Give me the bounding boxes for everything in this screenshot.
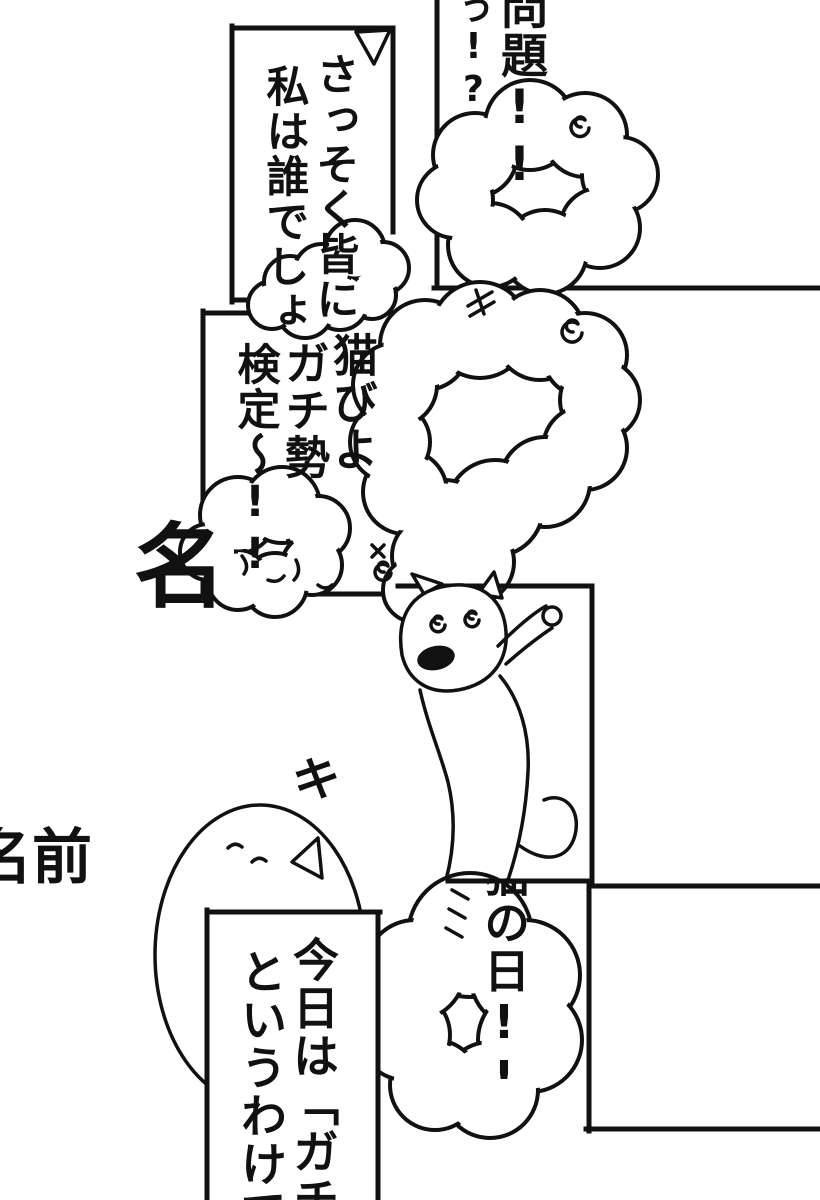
cat-tail [518,796,579,859]
creature-ear [290,836,324,880]
speech-title-col2: ガチ勢 [277,340,330,481]
cloud-bubble-intro [246,218,411,340]
speech-closing-col2: というわけで [234,948,288,1200]
speech-problem-text: 問題!! [492,0,547,194]
speech-day-text: 猫の日!! [481,879,531,1079]
speech-tail-icon [354,28,392,66]
speech-intro-col2: 私は誰でしょ [259,64,309,334]
cat-eye-right [463,609,481,629]
cloud-bubble-title [178,465,352,619]
swirl-icon [569,115,591,139]
sfx-strokes [466,288,496,318]
speech-intro-col1: さっそく皆に [309,52,359,322]
cat-body [418,688,455,882]
cat-arm [496,604,548,648]
cloud-bubble-middle [348,280,642,624]
swirl-icon [373,560,393,583]
cloud-bubble-day [358,871,584,1140]
speech-day-clip: 猫の日!! [481,879,543,1079]
cat-arm [504,626,554,666]
tremble-marks [444,888,470,939]
name-label: 名前 [0,823,92,893]
speech-closing-col1: 今日は「ガチ勢 [286,936,340,1200]
speech-u-text: う!? [453,0,494,112]
sfx-ki-text: キ [288,748,345,811]
cat-drawing [398,570,579,892]
panel-bottom-right-border [583,881,820,1134]
speech-title-col3: 検定〜!! [230,342,280,581]
cat-head [398,583,508,693]
creature-eye [226,842,244,850]
panel-bottom-left [204,907,383,1200]
obscured-text-scribbles [240,543,386,590]
cat-mouth [417,645,455,671]
creature-eye [250,856,268,864]
big-title-char: 名 [134,514,227,621]
cat-eye-left [429,614,447,634]
speech-title-col1: 猫びよ [325,332,378,473]
cat-body [498,674,530,882]
swirl-icon [560,318,584,344]
cat-paw [541,605,563,627]
